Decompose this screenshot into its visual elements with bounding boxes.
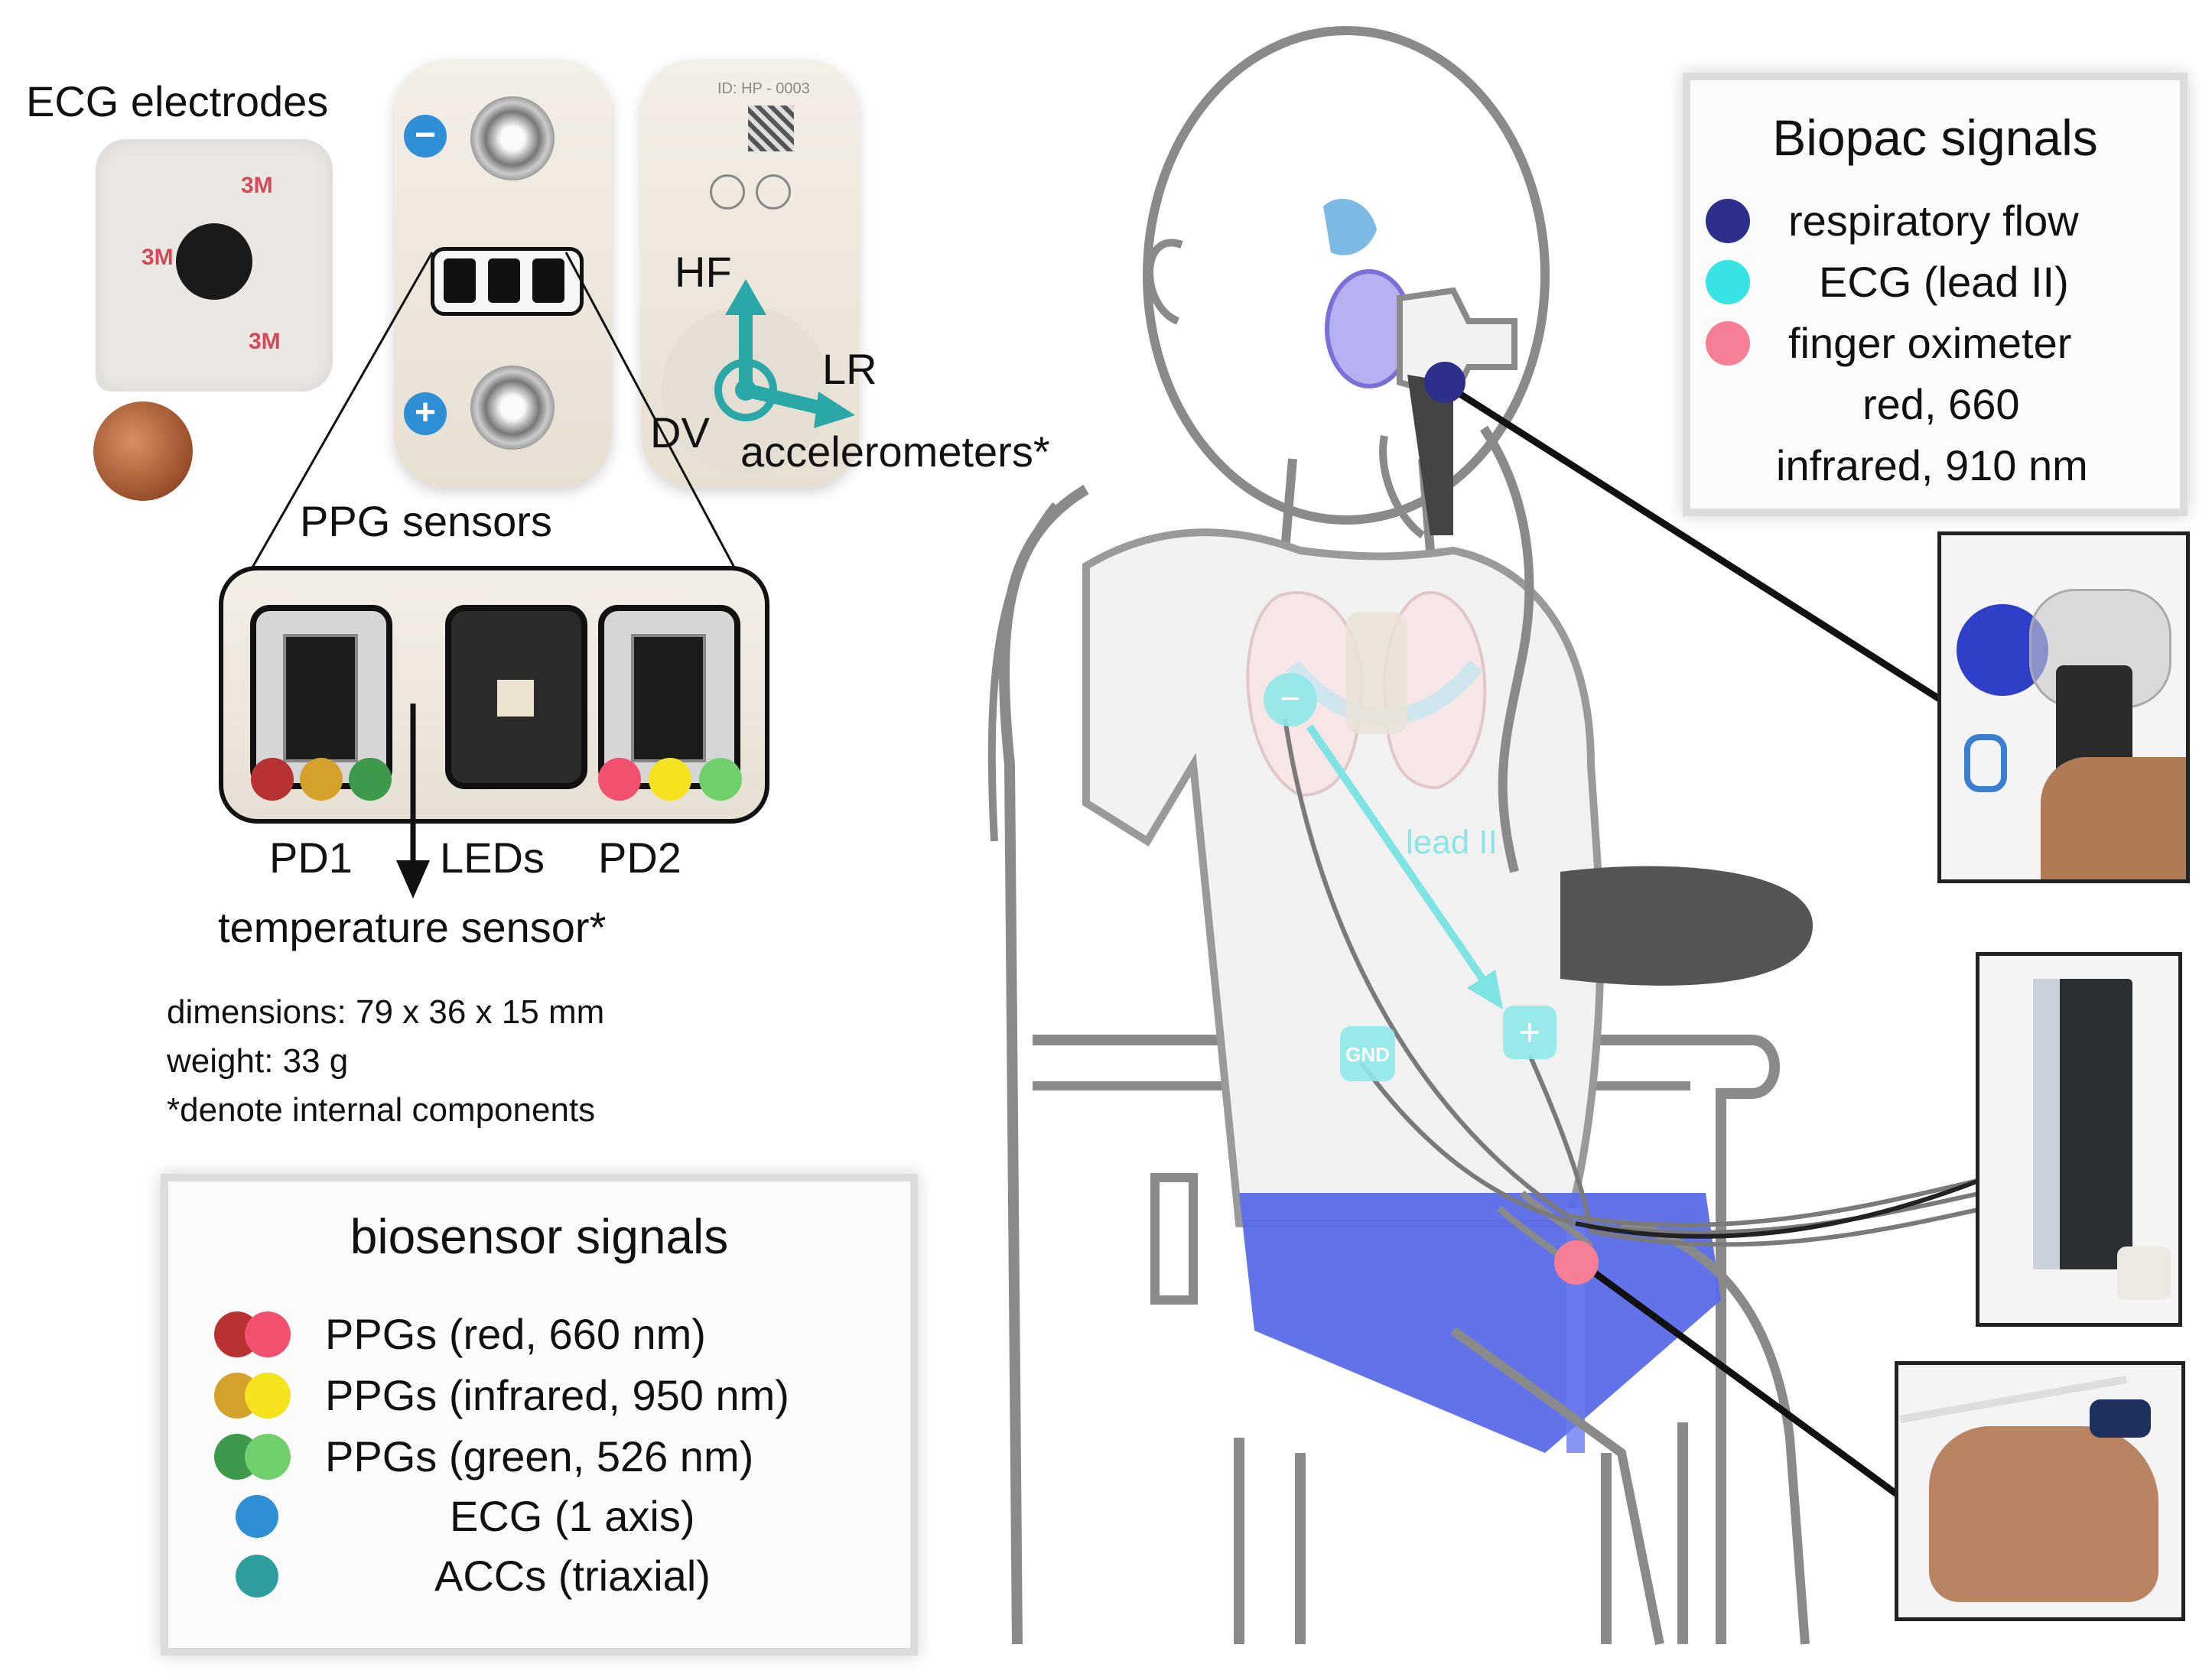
accelerometers-label: accelerometers*	[740, 427, 1050, 476]
ear	[1146, 239, 1183, 325]
pd1-label: PD1	[269, 834, 353, 882]
led-window	[445, 605, 587, 789]
electrode-minus-symbol: −	[1280, 678, 1301, 718]
legend-label-oximeter: finger oximeter	[1788, 319, 2072, 367]
legend-swatch-accs	[236, 1555, 278, 1597]
lead-ii-label: lead II	[1406, 824, 1498, 861]
biosensor-signals-legend: biosensor signals PPGs (red, 660 nm) PPG…	[161, 1174, 918, 1656]
respiratory-flow-marker	[1424, 362, 1465, 403]
legend-label-respiratory: respiratory flow	[1788, 197, 2079, 245]
legend-swatch-respiratory	[1706, 199, 1750, 243]
legend-swatch-ppg-infrared	[214, 1373, 298, 1419]
electrode-brand-print: 3M	[142, 245, 174, 270]
device-id-label: ID: HP - 0003	[717, 80, 810, 97]
temperature-arrow	[396, 704, 430, 899]
seat-cushion	[1239, 1193, 1721, 1453]
axis-lr-label: LR	[822, 345, 877, 393]
chair-arm-outline	[1033, 1035, 1780, 1644]
oximeter-connector-line	[1577, 1259, 1911, 1506]
pd1-green-dot	[349, 758, 392, 801]
ecg-electrode-gnd-body: GND	[1340, 1026, 1395, 1081]
ecg-electrodes-label: ECG electrodes	[26, 77, 329, 125]
gnd-label: GND	[1345, 1043, 1390, 1066]
snap-connector-top	[470, 96, 555, 180]
pd2-red-dot	[598, 758, 641, 801]
dimensions-text: dimensions: 79 x 36 x 15 mm	[167, 993, 605, 1031]
electrode-brand-print: 3M	[241, 173, 273, 198]
biosensor-legend-title: biosensor signals	[350, 1209, 729, 1264]
biopac-unit-photo	[1976, 952, 2182, 1327]
legend-label-accs: ACCs (triaxial)	[434, 1552, 711, 1600]
pd1-red-dot	[251, 758, 294, 801]
ecg-lead-wire-1	[1283, 718, 2058, 1227]
lead-ii-arrow	[1306, 724, 1491, 989]
electrode-snap	[176, 223, 252, 300]
legend-label-ppg-red: PPGs (red, 660 nm)	[325, 1310, 706, 1358]
oximeter-infrared-line: infrared, 910 nm	[1776, 441, 2088, 489]
legend-label-ecg: ECG (1 axis)	[450, 1492, 695, 1540]
head-outline	[1143, 26, 1550, 525]
axis-dv-label: DV	[650, 408, 710, 457]
qr-code	[748, 106, 794, 151]
ecg-electrode-pad: 3M 3M 3M	[96, 139, 333, 392]
pd2-label: PD2	[598, 834, 681, 882]
ppg-sensors-label: PPG sensors	[300, 497, 552, 545]
chair-legs	[1234, 1422, 1688, 1644]
pd2-green-dot	[699, 758, 742, 801]
legend-swatch-ecg-lead	[1706, 260, 1750, 304]
ecg-minus-badge: −	[404, 115, 447, 158]
oximeter-red-line: red, 660	[1862, 380, 2020, 428]
no-use-icon	[756, 174, 791, 210]
armrest-pad	[1560, 866, 1813, 986]
leds-label: LEDs	[440, 834, 545, 882]
device-sensor-window	[431, 247, 584, 316]
weight-text: weight: 33 g	[167, 1042, 349, 1080]
penny-coin	[93, 401, 193, 501]
legend-swatch-oximeter	[1706, 321, 1750, 366]
legend-swatch-ppg-red	[214, 1311, 298, 1357]
finger-oximeter-photo	[1895, 1361, 2185, 1621]
nose-clip	[1323, 199, 1377, 255]
internal-components-note: *denote internal components	[167, 1091, 596, 1129]
temperature-sensor-label: temperature sensor*	[218, 903, 607, 951]
finger-oximeter-marker	[1554, 1240, 1599, 1285]
chair-back-outline	[999, 484, 1089, 1645]
electrode-plus-symbol: +	[1518, 1011, 1541, 1054]
legend-swatch-ppg-green	[214, 1434, 298, 1480]
zoom-lines	[251, 252, 736, 568]
pd2-infrared-dot	[649, 758, 691, 801]
mri-warning-icon	[710, 174, 745, 210]
ecg-electrode-minus-body: −	[1264, 673, 1317, 726]
flowmeter-photo	[1937, 531, 2190, 883]
right-lung	[1382, 591, 1487, 790]
electrode-brand-print: 3M	[249, 329, 281, 354]
biopac-signals-legend: Biopac signals respiratory flow ECG (lea…	[1683, 73, 2188, 516]
ecg-lead-wire-3	[1527, 1054, 2058, 1247]
legend-label-ppg-green: PPGs (green, 526 nm)	[325, 1432, 754, 1480]
flow-connector-line	[1439, 379, 1949, 707]
ecg-electrode-plus-body: +	[1503, 1006, 1557, 1059]
chest-device-marker	[1346, 612, 1407, 734]
legend-label-ppg-infrared: PPGs (infrared, 950 nm)	[325, 1371, 789, 1419]
accelerometer-axes	[662, 279, 855, 474]
biopac-legend-title: Biopac signals	[1772, 109, 2098, 166]
pd1-infrared-dot	[300, 758, 343, 801]
legend-swatch-ecg	[236, 1495, 278, 1538]
ecg-plus-badge: +	[404, 392, 447, 435]
nose-clip-photo	[1964, 734, 2007, 792]
chair-slot	[1150, 1173, 1198, 1305]
snap-connector-bottom	[470, 366, 555, 450]
axis-hf-label: HF	[675, 248, 732, 296]
legend-label-ecg-lead: ECG (lead II)	[1819, 258, 2069, 306]
flowmeter-handle	[1407, 375, 1453, 535]
ppg-sensor-closeup	[219, 566, 769, 824]
